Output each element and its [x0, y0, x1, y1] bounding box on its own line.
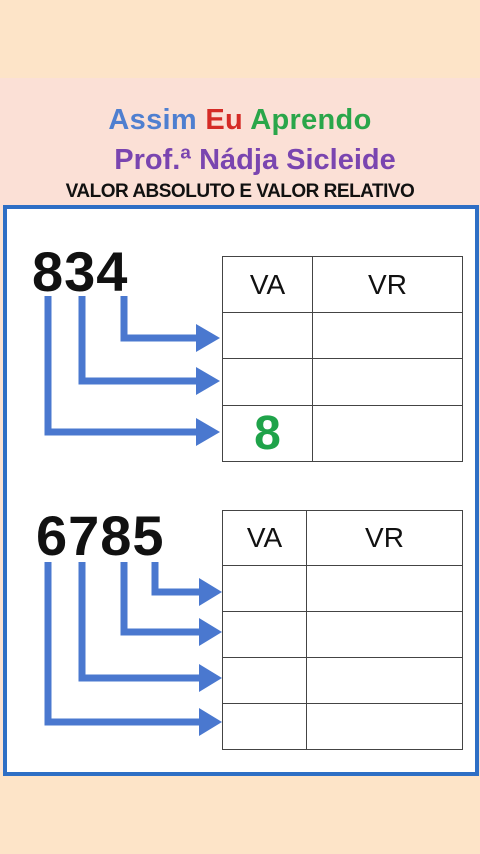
exercise2-table: VA VR: [222, 510, 463, 750]
exercise2-row4-vr[interactable]: [306, 703, 463, 750]
exercise2-row4-va[interactable]: [222, 703, 307, 750]
exercise2-row2-va[interactable]: [222, 611, 307, 658]
worksheet-subtitle: VALOR ABSOLUTO E VALOR RELATIVO: [65, 181, 415, 202]
bottom-background-band: [0, 772, 480, 854]
exercise1-row1-va[interactable]: [222, 312, 313, 359]
header-background: [0, 78, 480, 208]
exercise1-header-vr: VR: [312, 256, 463, 313]
title-word-aprendo: Aprendo: [250, 104, 372, 136]
exercise1-row3-vr[interactable]: [312, 405, 463, 462]
title-word-eu: Eu: [205, 104, 243, 136]
top-background-band: [0, 0, 480, 78]
exercise1-row2-va[interactable]: [222, 358, 313, 406]
exercise2-row1-vr[interactable]: [306, 565, 463, 612]
exercise1-row3-va[interactable]: 8: [222, 405, 313, 462]
exercise2-header-vr: VR: [306, 510, 463, 566]
exercise2-row2-vr[interactable]: [306, 611, 463, 658]
exercise1-number: 834: [32, 240, 129, 303]
exercise1-row2-vr[interactable]: [312, 358, 463, 406]
exercise2-row1-va[interactable]: [222, 565, 307, 612]
exercise1-table: VA VR 8: [222, 256, 463, 462]
exercise2-row3-vr[interactable]: [306, 657, 463, 704]
exercise2-header-va: VA: [222, 510, 307, 566]
exercise2-row3-va[interactable]: [222, 657, 307, 704]
author-name: Prof.ª Nádja Sicleide: [114, 144, 396, 176]
exercise2-number: 6785: [36, 504, 165, 567]
exercise1-row1-vr[interactable]: [312, 312, 463, 359]
title-word-assim: Assim: [108, 104, 197, 136]
exercise1-header-va: VA: [222, 256, 313, 313]
page-title: Assim Eu Aprendo: [0, 102, 480, 138]
